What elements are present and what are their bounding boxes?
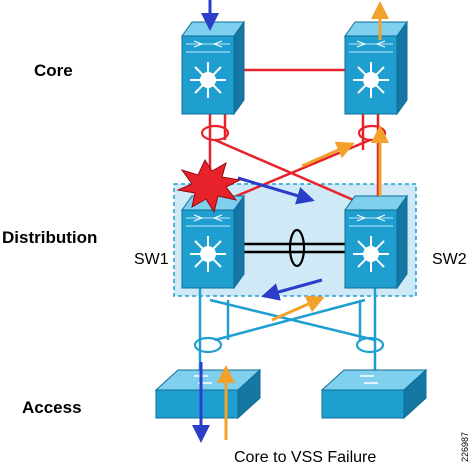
traffic-arrow-icon — [192, 0, 323, 443]
access-label: Access — [22, 398, 82, 417]
caption: Core to VSS Failure — [234, 449, 376, 466]
sw1-label: SW1 — [134, 251, 169, 268]
etherchannel-ring-icon — [200, 124, 230, 142]
switch-icon — [344, 195, 408, 289]
switch-icon — [320, 368, 428, 420]
etherchannel-ring-icon — [288, 228, 306, 268]
etherchannel-ring-icon — [193, 336, 223, 354]
traffic-arrow-icon — [217, 1, 389, 440]
vss-link — [236, 242, 348, 254]
core-label: Core — [34, 61, 73, 80]
switch-icon — [154, 368, 262, 420]
switch-icon — [181, 21, 245, 115]
access-links — [198, 280, 377, 370]
switch-icon — [344, 21, 408, 115]
distribution-label: Distribution — [2, 228, 97, 247]
figure-id: 226987 — [460, 432, 470, 462]
sw2-label: SW2 — [432, 251, 467, 268]
failure-star-icon — [176, 158, 242, 214]
etherchannel-ring-icon — [355, 336, 385, 354]
